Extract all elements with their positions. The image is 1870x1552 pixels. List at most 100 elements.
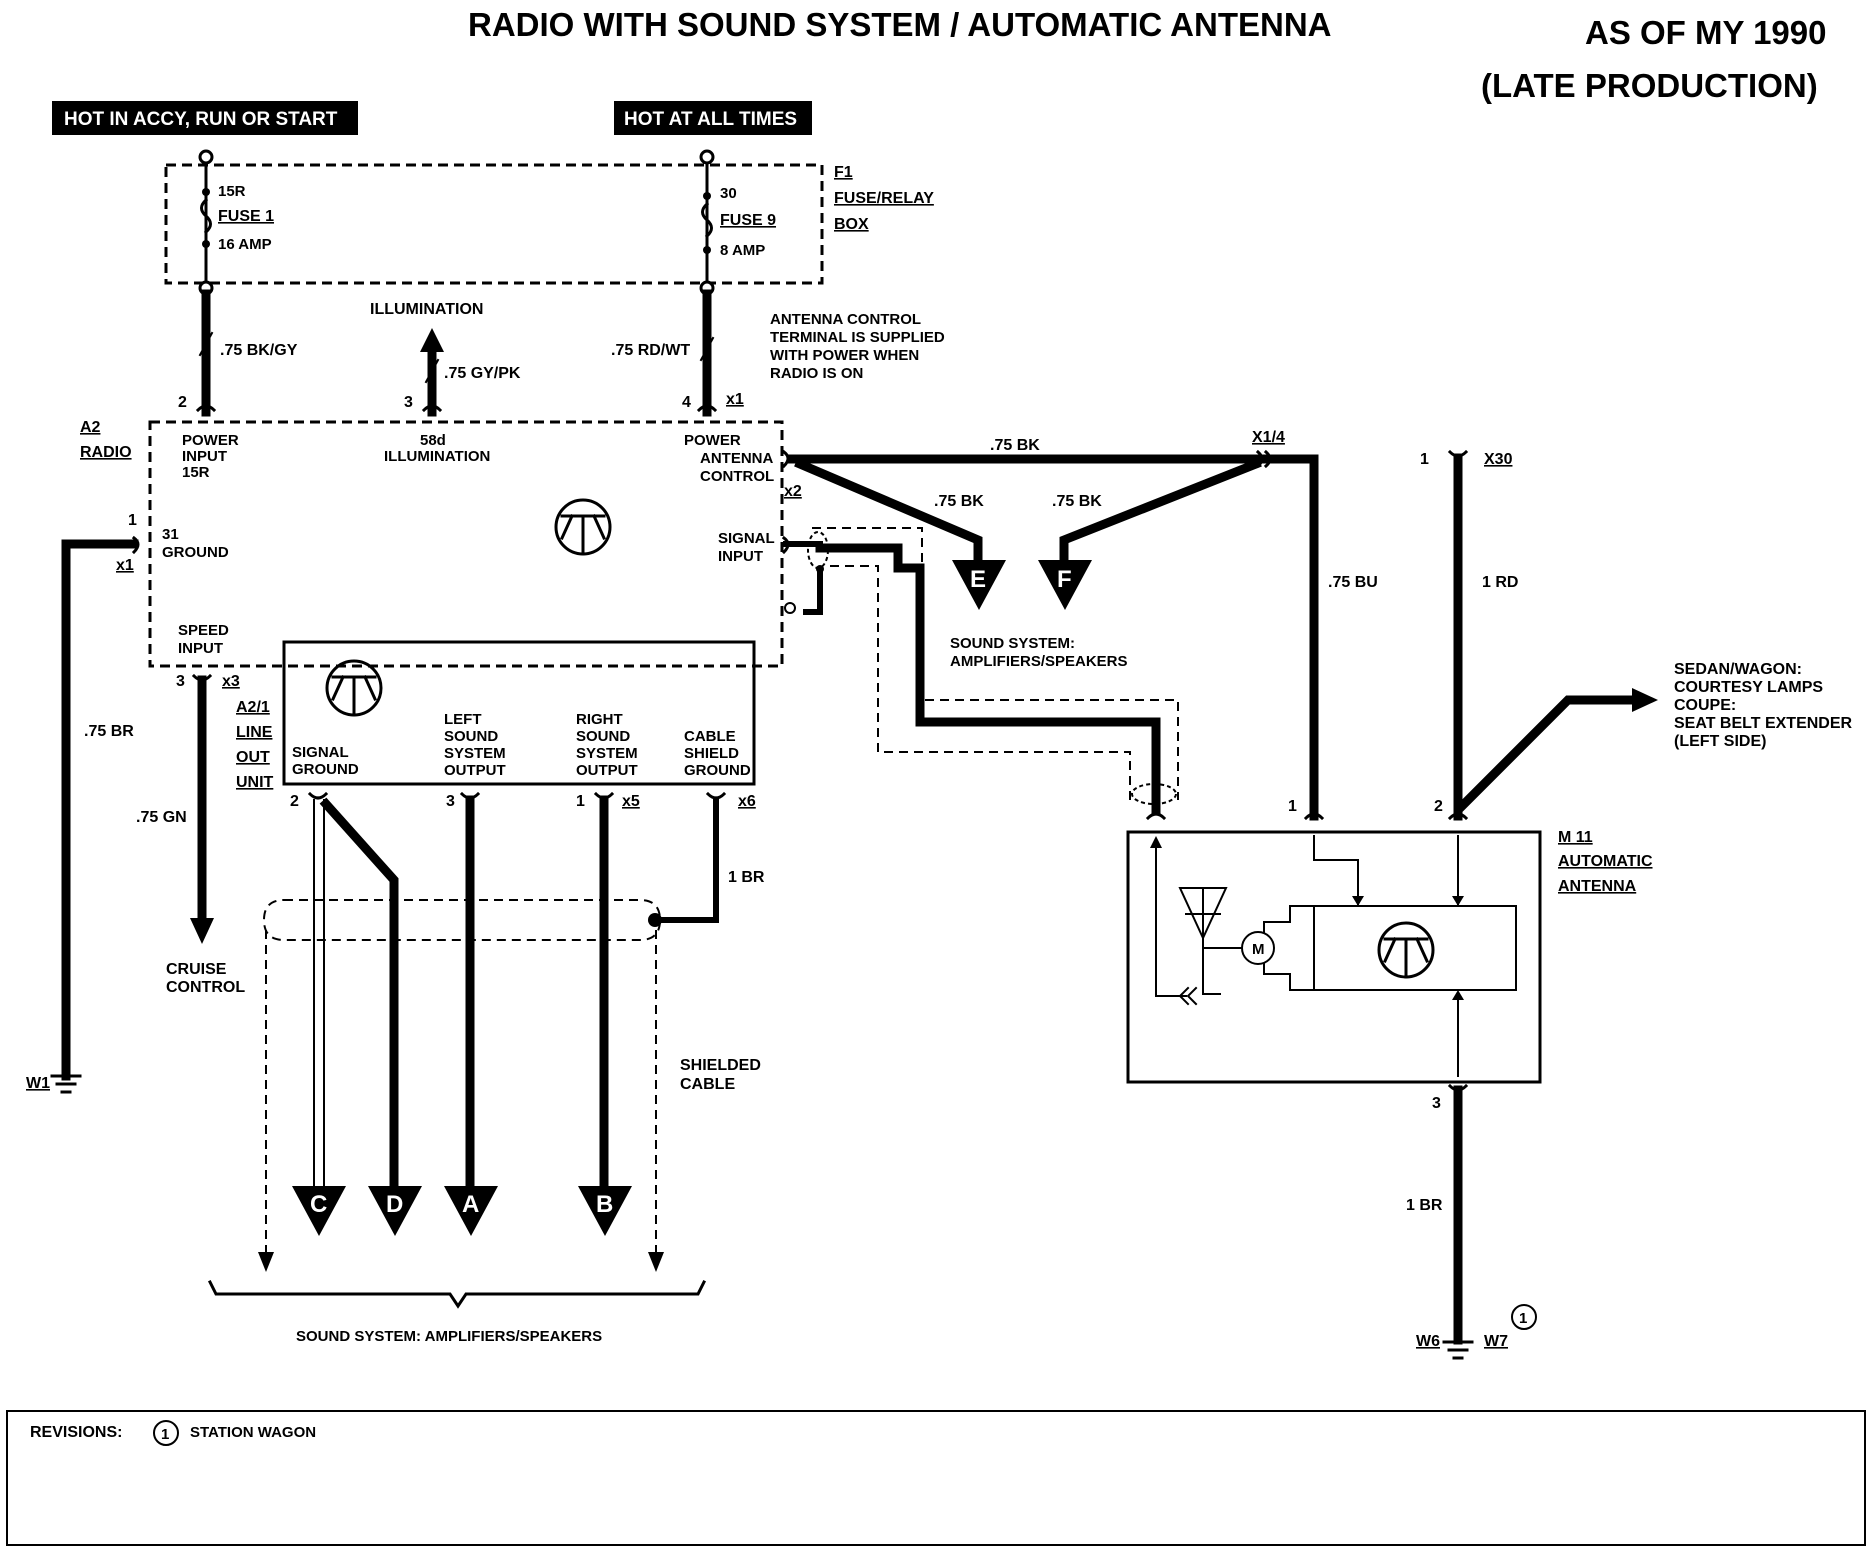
connector-b-marker: [578, 1186, 632, 1236]
line-out-cable-3: GROUND: [684, 762, 751, 779]
m11-transistor-icon: [1377, 921, 1435, 979]
connector-c-label: C: [310, 1191, 327, 1218]
fuse9-node-bottom: [703, 246, 711, 254]
line-out-right-4: OUTPUT: [576, 762, 638, 779]
m11-name-2: ANTENNA: [1558, 878, 1637, 895]
cruise-label-1: CRUISE: [166, 961, 227, 978]
connector-x1-ground: x1: [116, 557, 134, 574]
line-out-name-1: LINE: [236, 724, 273, 741]
m11-id: M 11: [1558, 829, 1593, 846]
pin-1-ground: 1: [128, 512, 137, 529]
shield-node: [648, 913, 662, 927]
shielded-label-2: CABLE: [680, 1076, 735, 1093]
wire-bu-label: .75 BU: [1328, 574, 1378, 591]
fuse-box-id: F1: [834, 164, 853, 181]
courtesy-3: COUPE:: [1674, 697, 1736, 714]
pin-3: 3: [404, 394, 413, 411]
line-out-id: A2/1: [236, 699, 270, 716]
radio-illum-1: 58d: [420, 432, 446, 449]
line-out-signal-ground-2: GROUND: [292, 761, 359, 778]
wire-bk-f-label: .75 BK: [1052, 493, 1102, 510]
antenna-note-line1: ANTENNA CONTROL: [770, 311, 921, 328]
m11-motor-label: M: [1252, 941, 1265, 958]
wire-bk-f: [1059, 458, 1262, 571]
connector-a-marker: [444, 1186, 498, 1236]
hot-accy-label: HOT IN ACCY, RUN OR START: [64, 109, 338, 130]
revisions-ref-number: 1: [161, 1426, 169, 1443]
m11-motor-icon: [1241, 931, 1275, 965]
connector-a-label: A: [462, 1191, 479, 1218]
diagram-title: RADIO WITH SOUND SYSTEM / AUTOMATIC ANTE…: [468, 6, 1331, 43]
revisions-text: STATION WAGON: [190, 1424, 316, 1441]
wire-to-d: [319, 797, 399, 1193]
ground-w1-label: W1: [26, 1075, 50, 1092]
m11-name-1: AUTOMATIC: [1558, 853, 1653, 870]
antenna-shield-ellipse: [1131, 783, 1177, 805]
antenna-note-line3: WITH POWER WHEN: [770, 347, 919, 364]
hot-all-label: HOT AT ALL TIMES: [624, 109, 797, 130]
radio-signal-input-2: INPUT: [718, 548, 763, 565]
signal-shield-terminal: [784, 602, 796, 614]
radio-power-ant-1: POWER: [684, 432, 741, 449]
line-out-right-2: SOUND: [576, 728, 630, 745]
ground-w7-label: W7: [1484, 1333, 1508, 1350]
line-out-right-1: RIGHT: [576, 711, 623, 728]
revisions-ref-circle: [153, 1420, 179, 1446]
line-out-left-3: SYSTEM: [444, 745, 506, 762]
lo-pin-1: 1: [576, 793, 585, 810]
connector-x6: x6: [738, 793, 756, 810]
connector-x3: x3: [222, 673, 240, 690]
courtesy-1: SEDAN/WAGON:: [1674, 661, 1802, 678]
fuse1-rating: 16 AMP: [218, 236, 272, 253]
line-out-unit-outline: [282, 640, 756, 786]
shielded-cable-outline: [262, 899, 662, 941]
lo-pin-2: 2: [290, 793, 299, 810]
wire-bk-e-label: .75 BK: [934, 493, 984, 510]
connector-f-label: F: [1057, 566, 1072, 593]
sound-system-bracket: [207, 1279, 707, 1309]
shielded-label-1: SHIELDED: [680, 1057, 761, 1074]
line-out-left-4: OUTPUT: [444, 762, 506, 779]
cruise-label-2: CONTROL: [166, 979, 245, 996]
m11-control-module: [1313, 905, 1517, 991]
connector-x5: x5: [622, 793, 640, 810]
pin-3-speed: 3: [176, 673, 185, 690]
connector-f-marker: [1038, 560, 1092, 610]
wire-br-shield-label: 1 BR: [728, 869, 765, 886]
wire-rd-label: 1 RD: [1482, 574, 1518, 591]
m11-pin-3: 3: [1432, 1095, 1441, 1112]
fuse9-icon: [701, 201, 713, 239]
radio-outline: [148, 420, 784, 668]
courtesy-arrow: [1632, 688, 1658, 712]
m11-pin-2: 2: [1434, 798, 1443, 815]
wire-antenna-signal: [815, 543, 1161, 815]
hot-accy-bg: [52, 101, 358, 135]
connector-x2: x2: [784, 483, 802, 500]
shield-arrow-left: [258, 1252, 274, 1272]
connector-x1-top: x1: [726, 391, 744, 408]
as-of-label: AS OF MY 1990: [1585, 14, 1827, 51]
fuse1-top-terminal: [198, 149, 214, 165]
radio-power-input-3: 15R: [182, 464, 210, 481]
sound-system-top-2: AMPLIFIERS/SPEAKERS: [950, 653, 1128, 670]
ground-w1-icon: [50, 1074, 82, 1094]
lo-pin-3: 3: [446, 793, 455, 810]
fuse1-node-bottom: [202, 240, 210, 248]
ground-w6-icon: [1442, 1340, 1474, 1360]
radio-speed-input-1: SPEED: [178, 622, 229, 639]
courtesy-2: COURTESY LAMPS: [1674, 679, 1823, 696]
line-out-left-1: LEFT: [444, 711, 482, 728]
fuse1-node-top: [202, 188, 210, 196]
radio-ground-1: 31: [162, 526, 179, 543]
line-out-signal-ground-1: SIGNAL: [292, 744, 349, 761]
pin-2: 2: [178, 394, 187, 411]
line-out-transistor-icon: [325, 659, 383, 717]
signal-shield-outline: [812, 527, 1179, 800]
radio-id: A2: [80, 419, 101, 436]
wire-gn-label: .75 GN: [136, 809, 187, 826]
wire-bk-e: [794, 458, 983, 571]
fuse-box-name2: BOX: [834, 216, 869, 233]
radio-illum-2: ILLUMINATION: [384, 448, 490, 465]
radio-speed-input-2: INPUT: [178, 640, 223, 657]
sound-system-top-1: SOUND SYSTEM:: [950, 635, 1075, 652]
